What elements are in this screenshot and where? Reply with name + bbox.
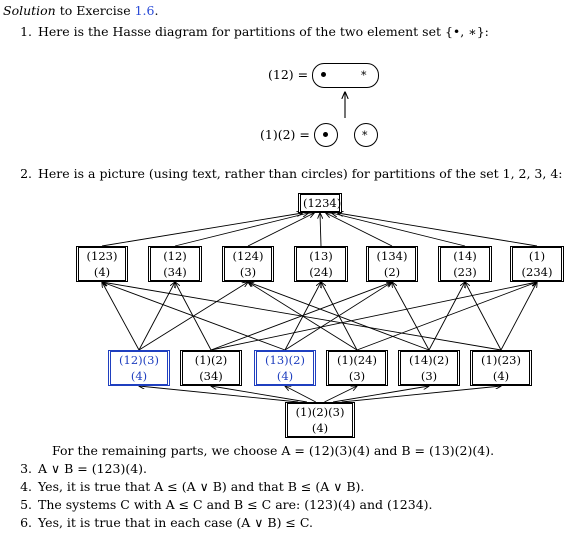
bullet-element-top xyxy=(321,72,326,77)
partition-node: (1)(2)(34) xyxy=(180,350,242,386)
hasse-edge xyxy=(285,386,317,403)
list-item-5: 5.The systems C with A ≤ C and B ≤ C are… xyxy=(20,497,433,512)
hasse-edge xyxy=(338,213,538,247)
partition-node: (134)(2) xyxy=(366,246,418,282)
star-element-top: * xyxy=(361,69,367,82)
bullet-element-bottom xyxy=(323,132,328,137)
hasse-edge xyxy=(102,282,140,351)
hasse-edge xyxy=(102,282,502,351)
hasse-edge xyxy=(500,282,537,351)
list-item-2: 2.Here is a picture (using text, rather … xyxy=(20,166,563,181)
hasse-edge xyxy=(211,386,307,403)
partition-node: (123)(4) xyxy=(76,246,128,282)
star-element-bottom: * xyxy=(362,129,368,142)
exercise-link[interactable]: 1.6 xyxy=(134,3,155,18)
hasse-edge xyxy=(341,386,501,403)
partition-node-top: (1234) xyxy=(298,193,342,213)
partition-node: (1)(23)(4) xyxy=(470,350,532,386)
merged-block xyxy=(312,63,379,88)
hasse-edge xyxy=(428,282,465,351)
list-item-1: 1.Here is the Hasse diagram for partitio… xyxy=(20,24,489,39)
hasse-edge xyxy=(138,282,175,351)
hasse-edge xyxy=(392,282,430,351)
partition-node: (1)(24)(3) xyxy=(326,350,388,386)
star-block xyxy=(354,123,378,147)
hasse-edge xyxy=(102,282,286,351)
partition-node: (13)(24) xyxy=(294,246,348,282)
hasse-edge xyxy=(326,213,393,247)
hasse-edge xyxy=(333,386,429,403)
hasse-edge xyxy=(139,386,299,403)
hasse-edge xyxy=(324,386,357,403)
hasse-edge xyxy=(101,213,302,247)
bullet-block xyxy=(314,123,338,147)
hasse-edge xyxy=(465,282,502,351)
hasse-edge xyxy=(247,213,314,247)
partition-node: (14)(23) xyxy=(438,246,492,282)
list-item-4: 4.Yes, it is true that A ≤ (A ∨ B) and t… xyxy=(20,479,365,494)
list-item-3: 3.A ∨ B = (123)(4). xyxy=(20,461,148,476)
list-item-6: 6.Yes, it is true that in each case (A ∨… xyxy=(20,515,313,530)
hasse-edge xyxy=(174,213,308,247)
partition-node-b: (13)(2)(4) xyxy=(254,350,316,386)
hasse-edge xyxy=(332,213,466,247)
partition-node-a: (12)(3)(4) xyxy=(108,350,170,386)
top-partition-label: (12) = xyxy=(268,67,309,82)
partition-node-bottom: (1)(2)(3)(4) xyxy=(285,402,355,438)
hasse-edge xyxy=(210,282,537,351)
remaining-intro: For the remaining parts, we choose A = (… xyxy=(52,443,495,458)
hasse-edge xyxy=(248,282,430,351)
partition-node: (12)(34) xyxy=(148,246,202,282)
bottom-partition-label: (1)(2) = xyxy=(260,127,310,142)
partition-node: (124)(3) xyxy=(222,246,274,282)
solution-heading: Solution to Exercise 1.6. xyxy=(3,3,159,18)
partition-node: (14)(2)(3) xyxy=(398,350,460,386)
hasse-edge xyxy=(320,213,321,247)
partition-node: (1)(234) xyxy=(510,246,564,282)
